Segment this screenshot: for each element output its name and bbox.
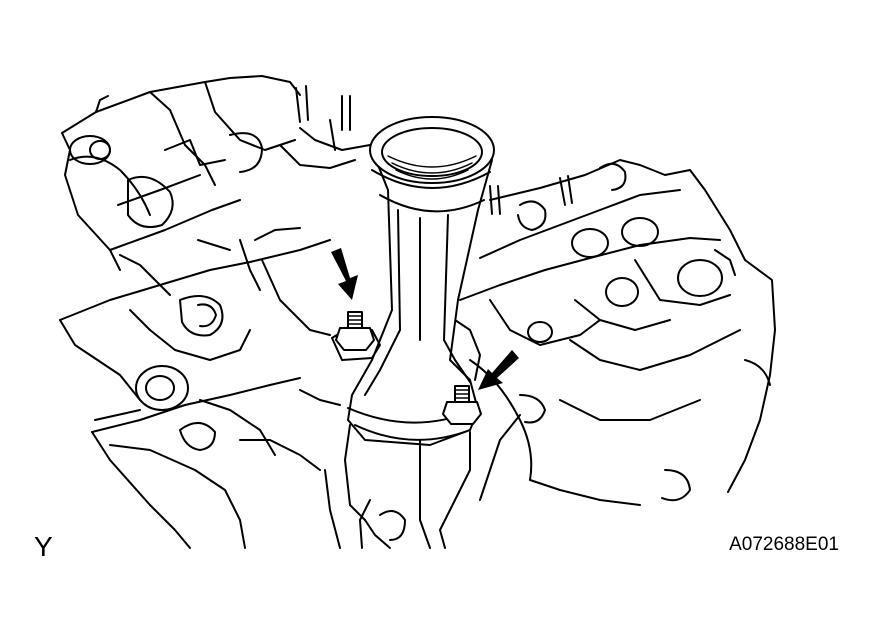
bolt-upper	[335, 311, 375, 351]
figure-code: A072688E01	[729, 534, 839, 555]
right-cylinder-head	[454, 159, 776, 506]
left-cylinder-head	[61, 75, 371, 271]
pointer-arrow-icon	[478, 350, 519, 390]
bolt-lower	[442, 385, 482, 425]
engine-block	[59, 227, 406, 549]
pointer-arrow-icon	[331, 248, 358, 300]
corner-letter: Y	[34, 531, 53, 562]
filler-tube	[331, 116, 495, 549]
